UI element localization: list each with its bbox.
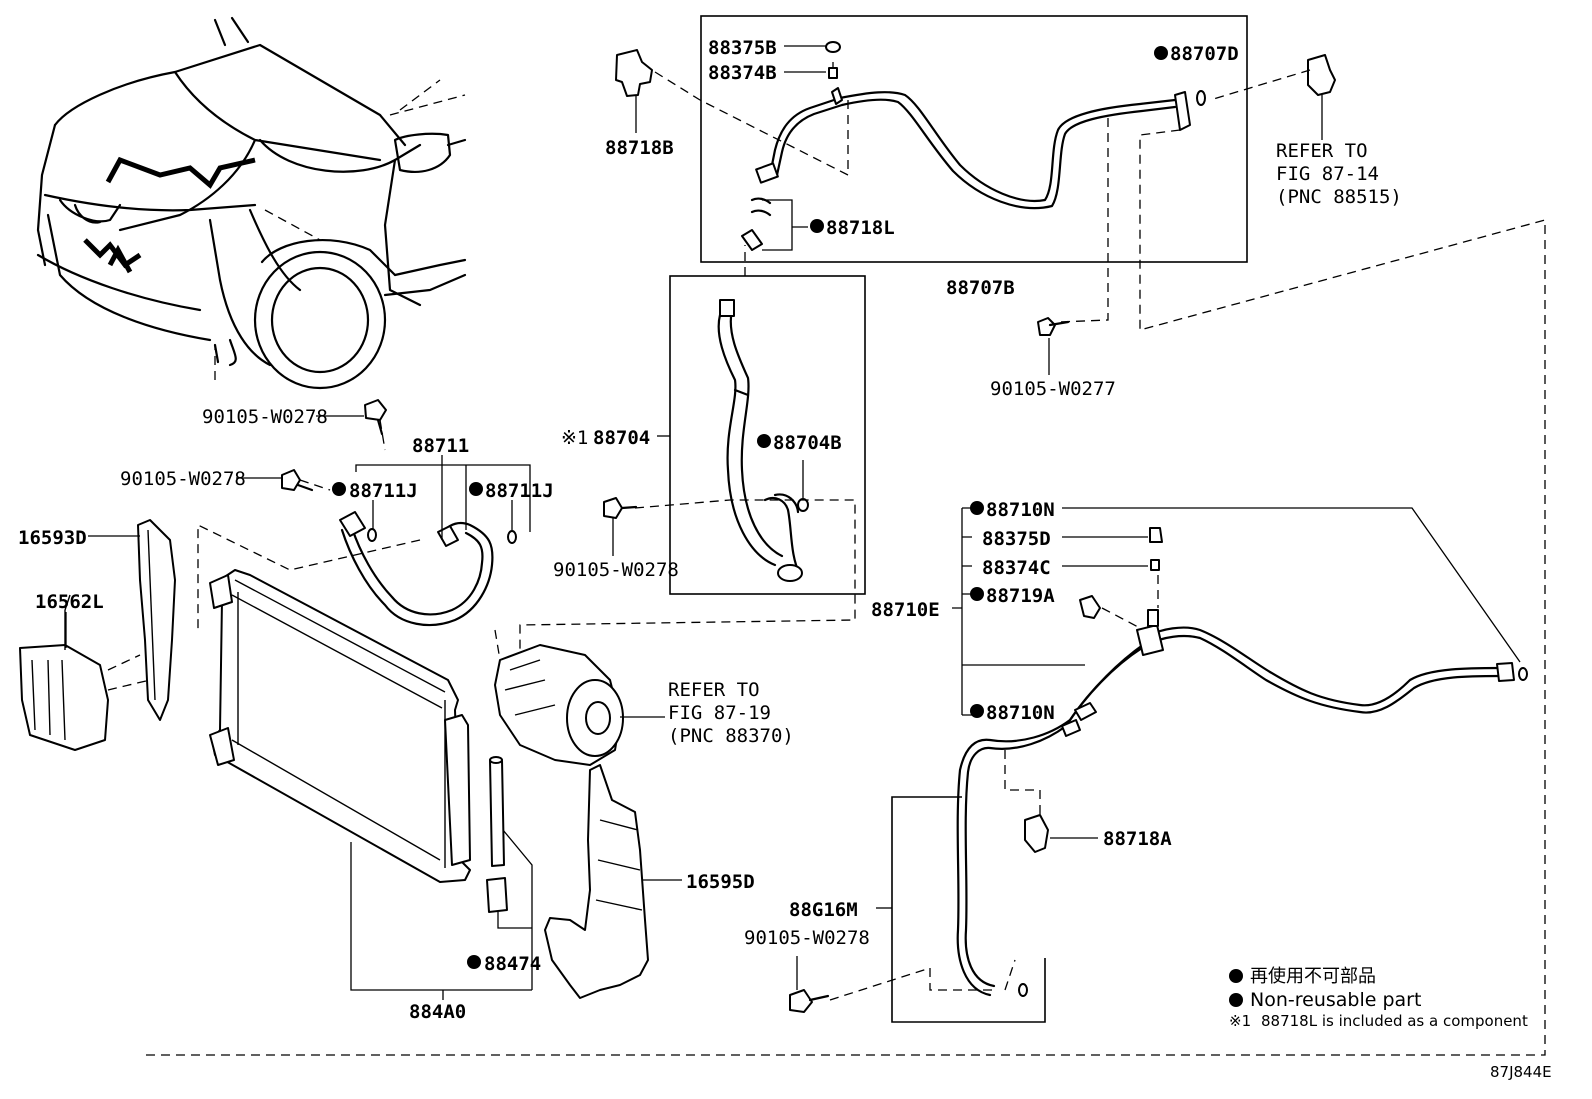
non-reusable-dot-88704B (757, 434, 771, 448)
clamp-88718B (615, 49, 701, 133)
group-box-88704 (669, 275, 866, 595)
non-reusable-dot-88710N-a (970, 501, 984, 515)
label-884A0: 884A0 (409, 1001, 466, 1023)
legend: 再使用不可部品 Non-reusable part ※1 88718L is i… (1229, 966, 1528, 1030)
label-88719A: 88719A (986, 585, 1055, 607)
refer-note-fig-87-19: REFER TO FIG 87-19 (PNC 88370) (668, 679, 794, 747)
label-16562L: 16562L (35, 591, 104, 613)
diagram-code: 87J844E (1490, 1063, 1552, 1081)
compressor-88370 (494, 644, 665, 766)
label-88474: 88474 (484, 953, 541, 975)
clamp-88718A (1024, 814, 1098, 853)
seal-16562L (19, 594, 151, 751)
part-labels: 88375B 88374B 88707D 88718B 88718L 88707… (18, 37, 1239, 1023)
block-88515 (1209, 54, 1336, 140)
receiver-88474 (486, 756, 533, 990)
hose-88704-assembly (519, 245, 866, 690)
label-90105-W0278-a: 90105-W0278 (202, 406, 328, 428)
pipe-88711-assembly (197, 419, 531, 661)
refer-87-19-line3: (PNC 88370) (668, 725, 794, 747)
shroud-16595D (544, 764, 682, 999)
label-90105-W0277: 90105-W0277 (990, 378, 1116, 400)
legend-note-mark: ※1 (1229, 1012, 1251, 1030)
label-88375B: 88375B (708, 37, 777, 59)
non-reusable-dot-88718L (810, 219, 824, 233)
legend-dot-japanese (1229, 969, 1243, 983)
refer-87-19-line1: REFER TO (668, 679, 760, 701)
non-reusable-dot-88474 (467, 955, 481, 969)
bolt-90105-W0278-b (236, 469, 314, 492)
vehicle-location-sketch (36, 16, 467, 390)
label-88707D: 88707D (1170, 43, 1239, 65)
legend-english-text: Non-reusable part (1250, 989, 1421, 1011)
label-88704: 88704 (593, 427, 650, 449)
label-88718L: 88718L (826, 217, 895, 239)
group-box-88707B (700, 15, 1248, 263)
label-88711J-b: 88711J (485, 480, 554, 502)
label-16595D: 16595D (686, 871, 755, 893)
label-88711J-a: 88711J (349, 480, 418, 502)
label-90105-W0278-d: 90105-W0278 (744, 927, 870, 949)
tube-88G16M-assembly (829, 796, 1046, 1023)
pipe-88707B-assembly (140, 15, 1546, 1056)
refer-note-fig-87-14: REFER TO FIG 87-14 (PNC 88515) (1276, 140, 1402, 208)
legend-note-text: 88718L is included as a component (1261, 1012, 1528, 1030)
non-reusable-dot-88711J-b (469, 482, 483, 496)
pipe-88710E-assembly (952, 507, 1528, 997)
seal-16593D (88, 519, 176, 721)
label-16593D: 16593D (18, 527, 87, 549)
label-88707B: 88707B (946, 277, 1015, 299)
label-88374C: 88374C (982, 557, 1051, 579)
non-reusable-dot-88710N-b (970, 704, 984, 718)
label-88710N-a: 88710N (986, 499, 1055, 521)
non-reusable-dot-88711J-a (332, 482, 346, 496)
label-88375D: 88375D (982, 528, 1051, 550)
condenser-884A0 (209, 569, 532, 1000)
bolt-90105-W0278-c (603, 497, 638, 556)
label-88711: 88711 (412, 435, 469, 457)
label-90105-W0278-c: 90105-W0278 (553, 559, 679, 581)
refer-87-14-line2: FIG 87-14 (1276, 163, 1379, 185)
bolt-90105-W0278-a (316, 399, 387, 436)
legend-dot-english (1229, 993, 1243, 1007)
bolt-90105-W0277 (1037, 317, 1070, 375)
label-88704-mark: ※1 (561, 427, 588, 449)
label-88704B: 88704B (773, 432, 842, 454)
refer-87-14-line1: REFER TO (1276, 140, 1368, 162)
label-88G16M: 88G16M (789, 899, 858, 921)
non-reusable-dot-88707D (1154, 46, 1168, 60)
refer-87-14-line3: (PNC 88515) (1276, 186, 1402, 208)
refer-87-19-line2: FIG 87-19 (668, 702, 771, 724)
legend-japanese-text: 再使用不可部品 (1250, 966, 1376, 987)
bolt-90105-W0278-d (789, 956, 830, 1013)
label-88718B: 88718B (605, 137, 674, 159)
label-88710N-b: 88710N (986, 702, 1055, 724)
label-88710E: 88710E (871, 599, 940, 621)
label-88374B: 88374B (708, 62, 777, 84)
non-reusable-dot-88719A (970, 587, 984, 601)
label-90105-W0278-b: 90105-W0278 (120, 468, 246, 490)
label-88718A: 88718A (1103, 828, 1172, 850)
